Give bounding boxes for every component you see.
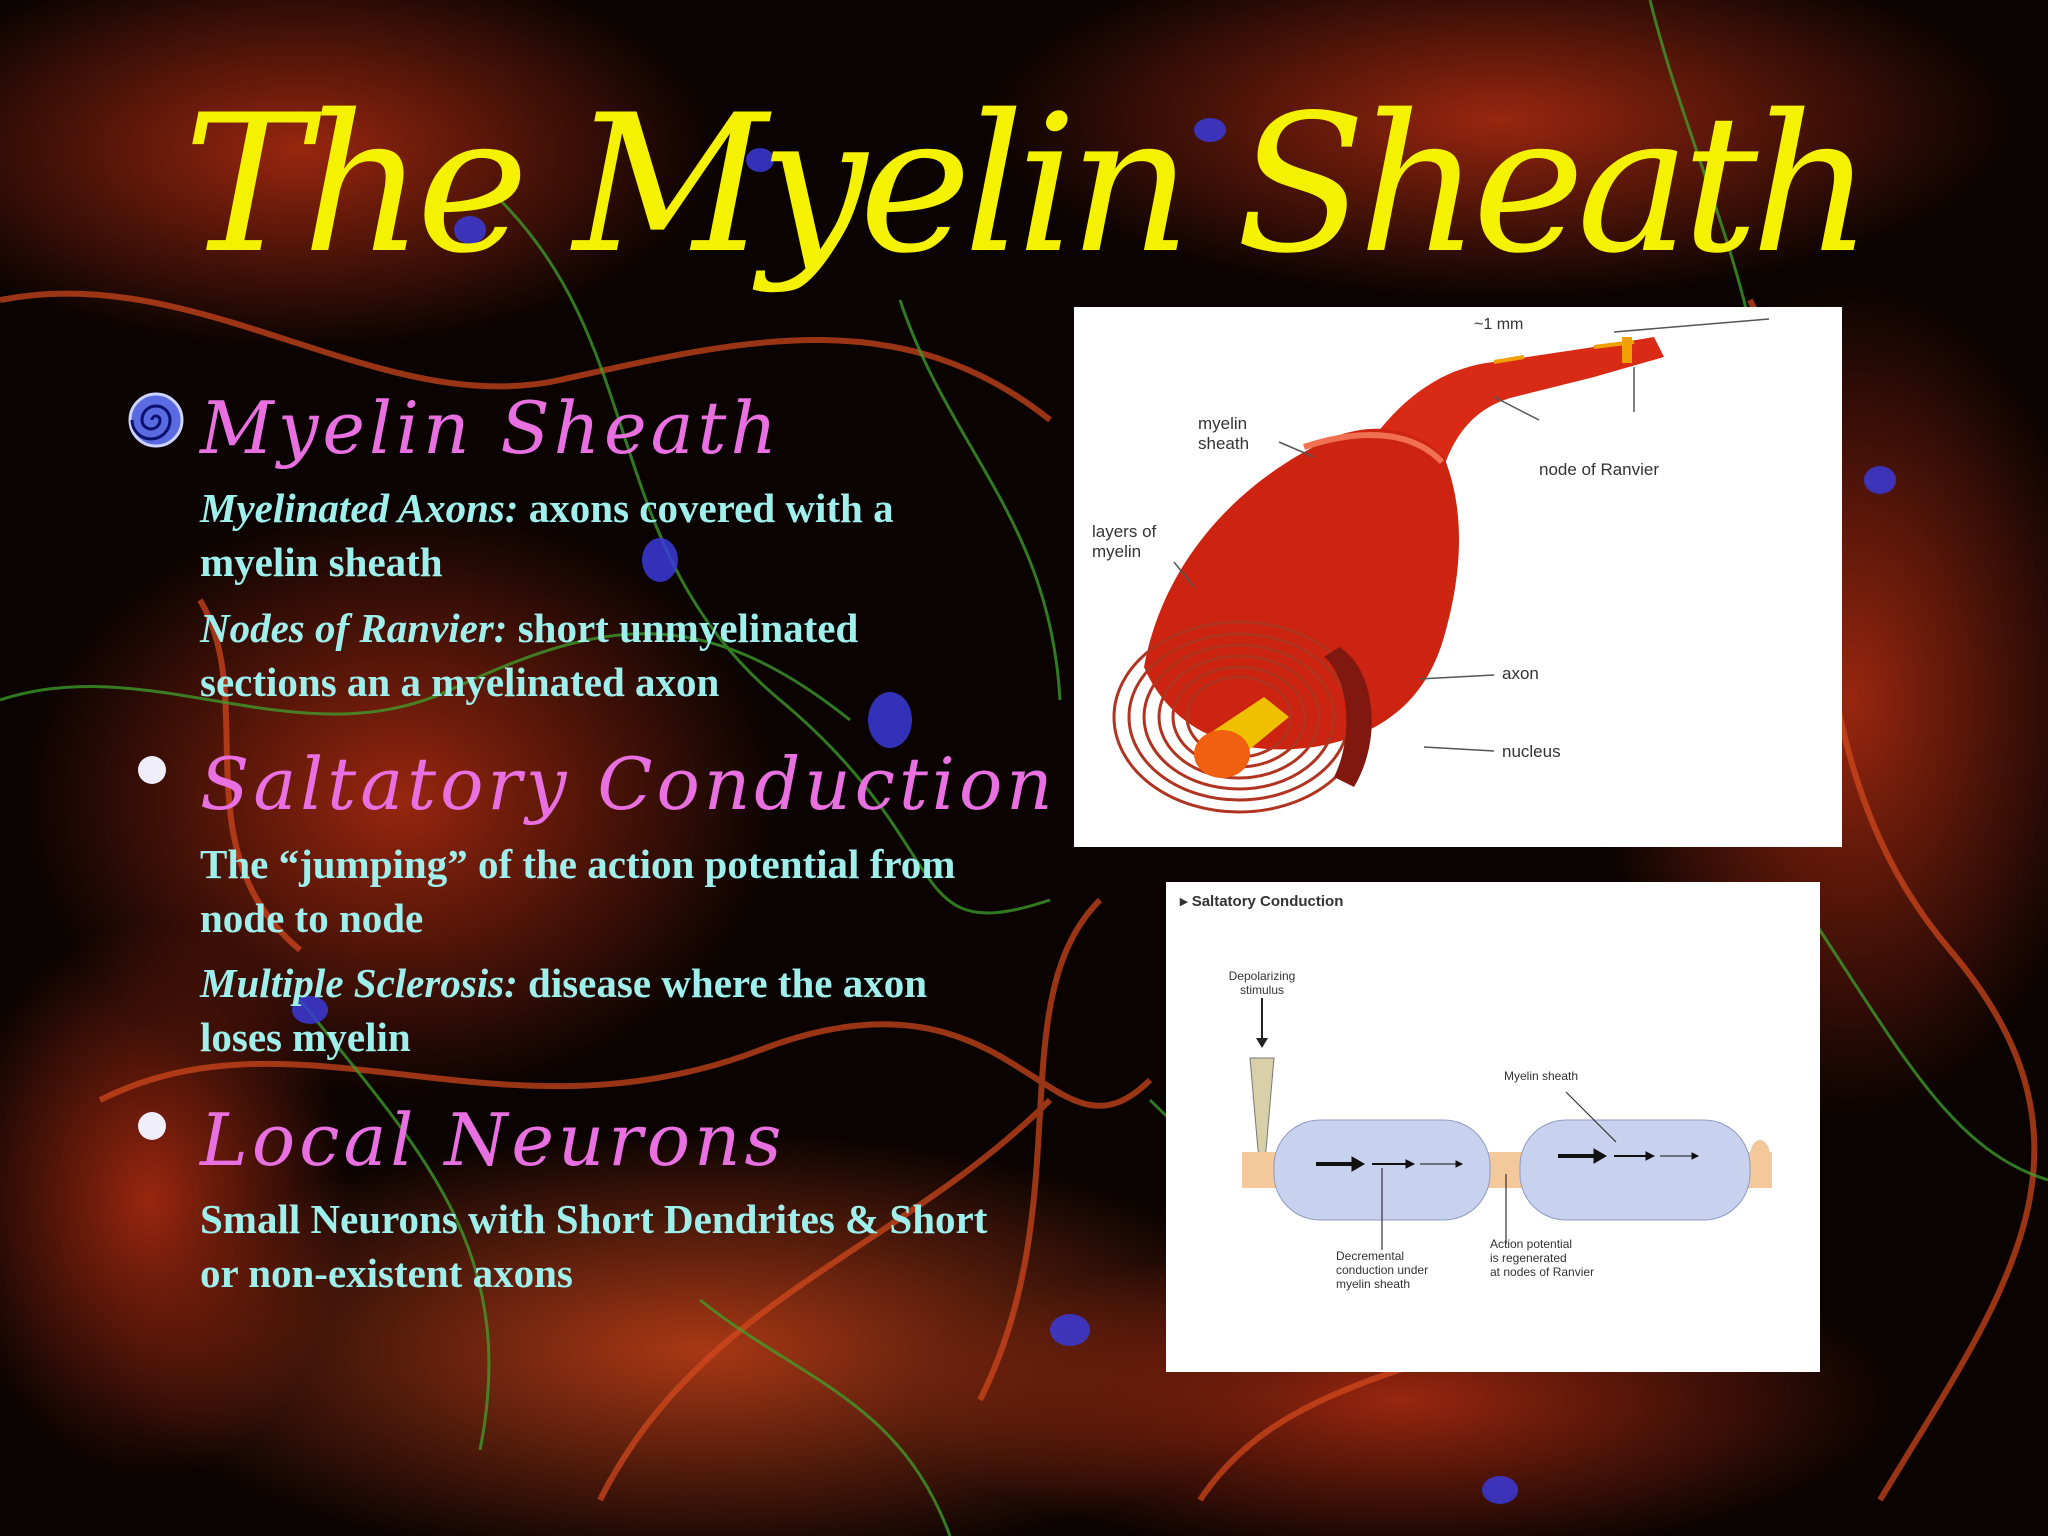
label-node-of-ranvier: node of Ranvier (1539, 460, 1659, 479)
svg-text:Myelin sheath: Myelin sheath (1504, 1069, 1578, 1083)
swirl-bullet-icon (128, 392, 184, 448)
heading-local-neurons: Local Neurons (200, 1098, 786, 1182)
slide-title: The Myelin Sheath (183, 74, 1873, 295)
item-nodes-of-ranvier: Nodes of Ranvier: short unmyelinated sec… (200, 605, 859, 705)
item-multiple-sclerosis: Multiple Sclerosis: disease where the ax… (200, 960, 928, 1060)
item-myelinated-axons: Myelinated Axons: axons covered with a m… (200, 485, 894, 585)
figure-title: ▸ Saltatory Conduction (1179, 893, 1343, 910)
label-nucleus: nucleus (1502, 742, 1561, 761)
heading-myelin-sheath: Myelin Sheath (200, 386, 781, 470)
dot-bullet-icon (138, 756, 166, 784)
label-axon: axon (1502, 664, 1539, 683)
item-local-neurons: Small Neurons with Short Dendrites & Sho… (200, 1196, 988, 1296)
svg-text:~1 mm: ~1 mm (1474, 316, 1523, 333)
dot-bullet-icon (138, 1112, 166, 1140)
item-jumping: The “jumping” of the action potential fr… (200, 841, 956, 941)
label-myelin: myelin (1198, 414, 1247, 433)
heading-saltatory-conduction: Saltatory Conduction (200, 742, 1057, 826)
